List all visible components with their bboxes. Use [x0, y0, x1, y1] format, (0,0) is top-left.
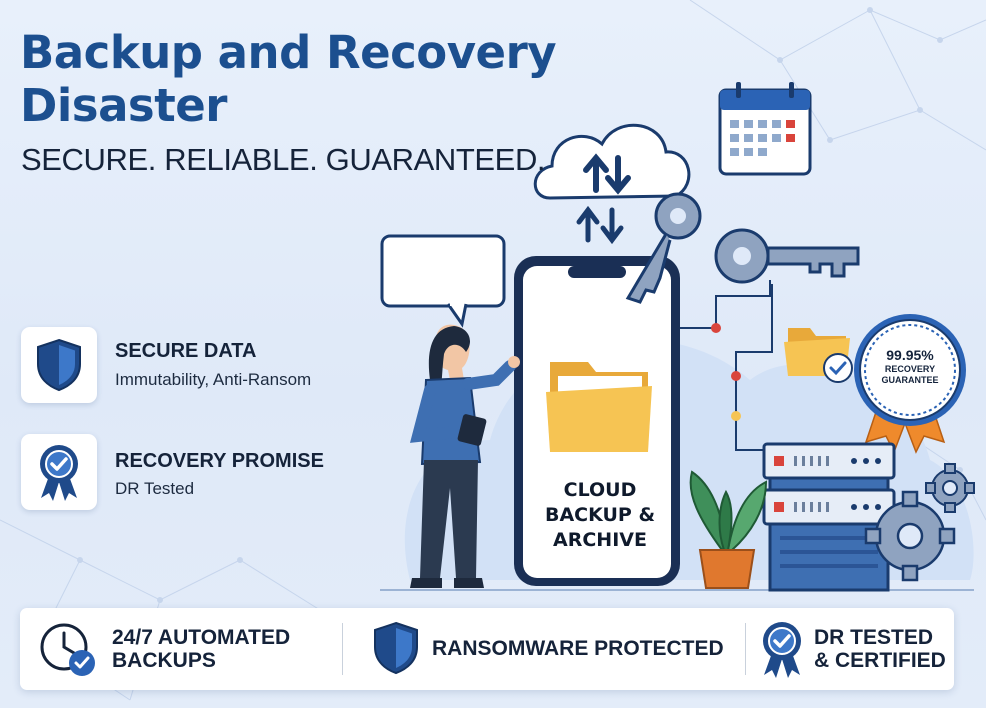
- calendar-icon: [718, 82, 812, 176]
- key-icon: [714, 228, 860, 284]
- bar-divider: [342, 623, 343, 675]
- bottom-item-line: DR TESTED: [814, 626, 934, 649]
- connector-node: [731, 371, 741, 381]
- page-title: Backup and Recovery Disaster: [20, 26, 557, 132]
- feature-icon-box: [21, 434, 97, 510]
- bottom-item-line: & CERTIFIED: [814, 649, 946, 672]
- connector-node: [731, 411, 741, 421]
- award-ribbon-icon: [763, 622, 801, 678]
- badge-label: RECOVERY: [884, 364, 936, 374]
- person-figure: [410, 324, 520, 588]
- phone-label-line: ARCHIVE: [553, 529, 647, 551]
- bottom-item-dr-tested: DR TESTED & CERTIFIED: [758, 608, 954, 690]
- bottom-feature-bar: 24/7 AUTOMATED BACKUPS RANSOMWARE PROTEC…: [20, 608, 954, 690]
- shield-icon: [374, 621, 418, 675]
- badge-percent: 99.95%: [886, 347, 934, 363]
- server-rack: [762, 442, 896, 592]
- connector-node: [711, 323, 721, 333]
- backup-illustration: [380, 82, 975, 592]
- guarantee-badge-text: 99.95% RECOVERY GUARANTEE: [862, 347, 958, 386]
- bottom-item-text: DR TESTED & CERTIFIED: [814, 626, 946, 672]
- bottom-item-line: 24/7 AUTOMATED: [112, 626, 291, 649]
- badge-label: GUARANTEE: [881, 375, 939, 385]
- phone-label-line: BACKUP &: [544, 504, 656, 526]
- bottom-item-automated-backups: 24/7 AUTOMATED BACKUPS: [38, 608, 338, 690]
- feature-subtitle: Immutability, Anti-Ransom: [115, 370, 312, 389]
- speech-bubble: [380, 234, 506, 328]
- gear-icon: [864, 490, 956, 582]
- folder-icon: [546, 362, 652, 452]
- key-icon: [625, 192, 702, 304]
- award-ribbon-icon: [40, 445, 78, 501]
- title-line-2: Disaster: [20, 79, 227, 132]
- feature-title: RECOVERY PROMISE: [115, 450, 324, 472]
- feature-icon-box: [21, 327, 97, 403]
- cloud-sync-icon: [533, 123, 691, 200]
- title-line-1: Backup and Recovery: [20, 26, 557, 79]
- guarantee-badge-icon: [854, 314, 966, 454]
- feature-subtitle: DR Tested: [115, 479, 195, 498]
- feature-title: SECURE DATA: [115, 340, 257, 362]
- shield-icon: [37, 338, 81, 392]
- connector-lines: [680, 280, 773, 451]
- plant-icon: [689, 470, 768, 589]
- sync-arrows-icon: [576, 205, 624, 245]
- page-subtitle: SECURE. RELIABLE. GUARANTEED.: [21, 142, 546, 177]
- bottom-item-text: RANSOMWARE PROTECTED: [432, 637, 724, 660]
- phone-label-line: CLOUD: [563, 479, 637, 501]
- folder-check-icon: [784, 328, 853, 383]
- phone-label: CLOUD BACKUP & ARCHIVE: [525, 478, 675, 553]
- clock-check-icon: [40, 623, 95, 676]
- bottom-item-ransomware-protected: RANSOMWARE PROTECTED: [372, 608, 742, 690]
- bottom-item-text: 24/7 AUTOMATED BACKUPS: [112, 626, 290, 672]
- bottom-item-line: BACKUPS: [112, 649, 216, 672]
- bar-divider: [745, 623, 746, 675]
